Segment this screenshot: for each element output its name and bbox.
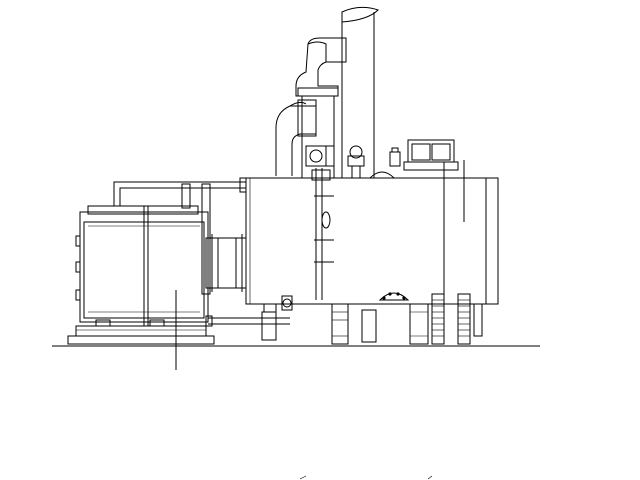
container-enclosure	[75, 205, 209, 326]
base-skid	[67, 319, 215, 345]
callout-leaders	[175, 160, 465, 480]
expansion-bellows	[205, 234, 247, 292]
support-legs	[263, 293, 483, 345]
exhaust-stacks	[275, 37, 347, 178]
top-fittings	[305, 139, 459, 179]
connecting-pipes	[113, 177, 293, 341]
main-boiler-shell	[245, 169, 499, 305]
bottom-manhole	[378, 292, 410, 301]
chimney	[341, 6, 379, 178]
water-level-gauge	[314, 168, 334, 300]
